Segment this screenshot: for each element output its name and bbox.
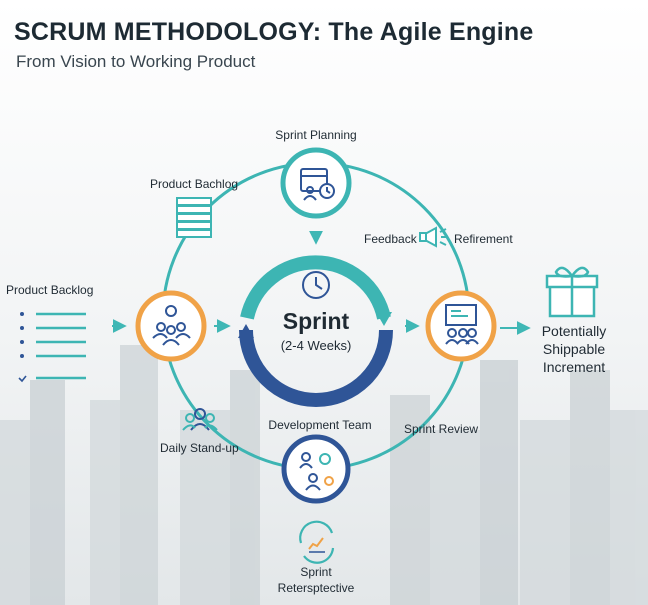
sprint-review-label: Sprint Review [404,422,479,436]
feedback-label: Feedback [364,232,417,246]
development-team-node [281,434,351,504]
clock-icon [302,271,330,299]
retrospective-line-1: Sprint [300,565,332,579]
sprint-cycle-arrows [238,255,393,407]
sprint-label: Sprint [282,308,350,334]
development-team-label: Development Team [268,418,372,432]
meeting-icon [152,305,191,346]
increment-label: Potentially Shippable Increment [526,322,622,376]
sprint-planning-label: Sprint Planning [275,128,357,142]
increment-line-1: Potentially [541,323,607,339]
sprint-duration-label: (2-4 Weeks) [280,338,352,353]
page-title: SCRUM METHODOLOGY: The Agile Engine [14,18,534,46]
document-stack-icon [176,197,212,238]
skyline-background [0,345,648,605]
presentation-icon [445,304,479,345]
left-arrows [112,230,531,335]
product-backlog-label: Product Backlog [6,283,94,297]
people-icon [182,408,218,431]
backlog-list-icon [18,312,86,383]
refirement-label: Refirement [454,232,513,246]
increment-line-2: Shippable [542,341,606,357]
gift-icon [545,266,599,318]
daily-standup-label: Daily Stand-up [160,441,239,455]
product-bachlog-label: Product Bachlog [150,177,239,191]
chart-cycle-icon [299,520,335,564]
page-subtitle: From Vision to Working Product [16,52,256,71]
sprint-planning-node [280,147,352,219]
retrospective-line-2: Retersptective [277,581,355,595]
daily-meeting-node [135,290,207,362]
sprint-review-node [425,290,497,362]
calendar-clock-icon [300,168,335,201]
increment-line-3: Increment [542,359,606,375]
team-gears-icon [299,452,334,491]
megaphone-icon [419,226,448,248]
retrospective-label: Sprint Retersptective [278,564,355,596]
